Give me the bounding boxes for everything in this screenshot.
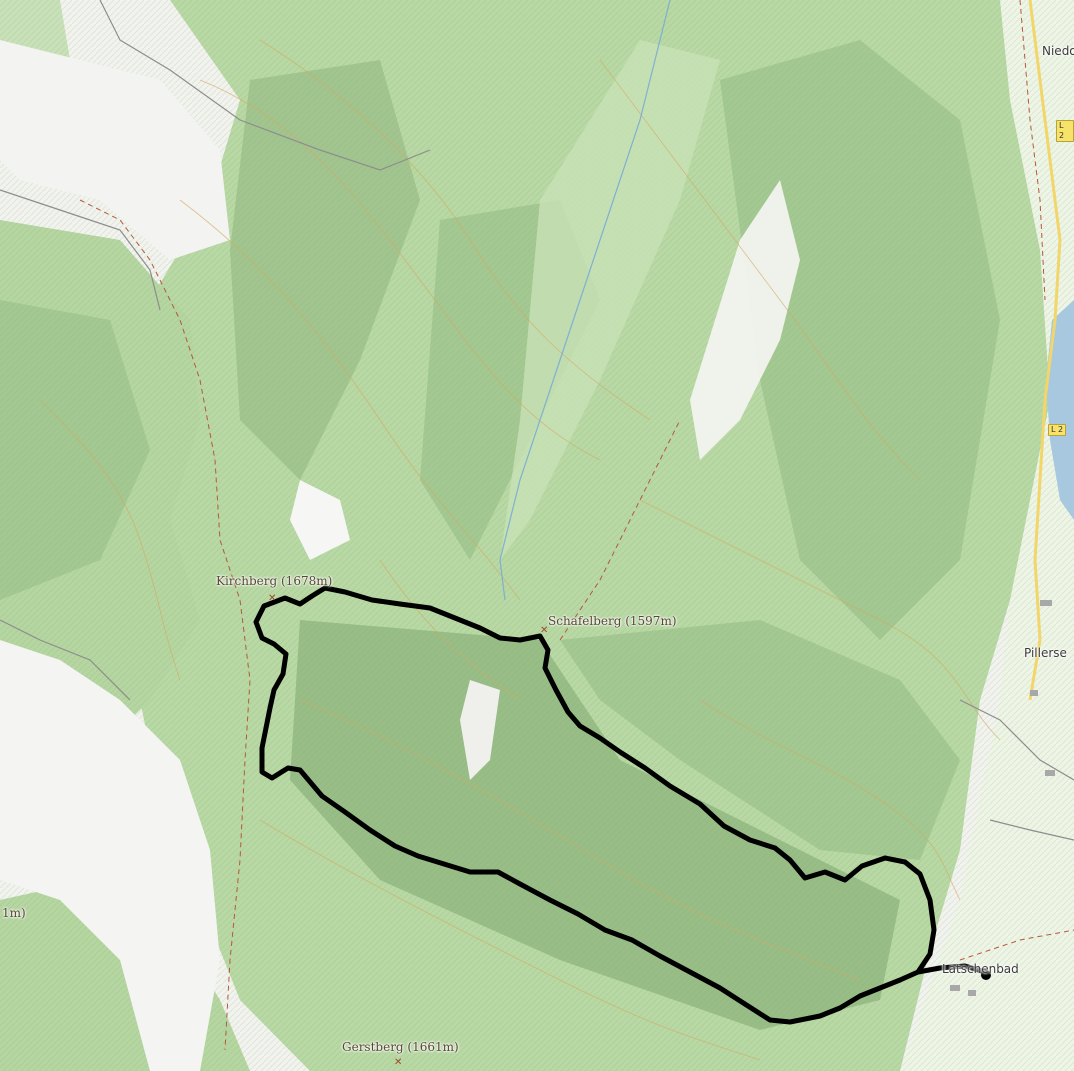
place-label-pillersee: Pillerse: [1024, 646, 1067, 660]
gps-track[interactable]: [253, 585, 988, 1025]
rock-area-northwest: [0, 40, 230, 260]
rock-area-peak: [460, 680, 500, 780]
village-buildings: [950, 600, 1055, 996]
peak-cross-icon: ✕: [394, 1057, 403, 1068]
road-shield-l2: L 2: [1048, 424, 1067, 436]
stream: [499, 0, 671, 601]
minor-roads: [0, 0, 1074, 841]
route-end-marker[interactable]: [981, 970, 991, 980]
peak-cross-icon: ✕: [268, 593, 277, 604]
contour-lines: [39, 39, 1001, 1061]
road-shield-l2: L 2: [1056, 120, 1074, 142]
valley-clearing: [500, 40, 720, 560]
rock-area-center: [290, 480, 350, 560]
peak-label-kirchberg: Kirchberg (1678m): [216, 574, 333, 588]
place-label-latschenbad: Latschenbad: [942, 962, 1019, 976]
peak-label-schafelberg: Schafelberg (1597m): [548, 614, 677, 628]
hiking-paths: [79, 0, 1074, 1051]
lake: [1046, 300, 1074, 520]
main-road-l2: [1028, 0, 1062, 701]
place-label-niederdorf: Niedo: [1042, 44, 1074, 58]
rock-area-west: [0, 640, 220, 1071]
peak-cross-icon: ✕: [540, 625, 549, 636]
place-label-edge-partial: 1m): [2, 906, 26, 920]
rock-area-ridge: [690, 180, 800, 460]
peak-label-gerstberg: Gerstberg (1661m): [342, 1040, 459, 1054]
